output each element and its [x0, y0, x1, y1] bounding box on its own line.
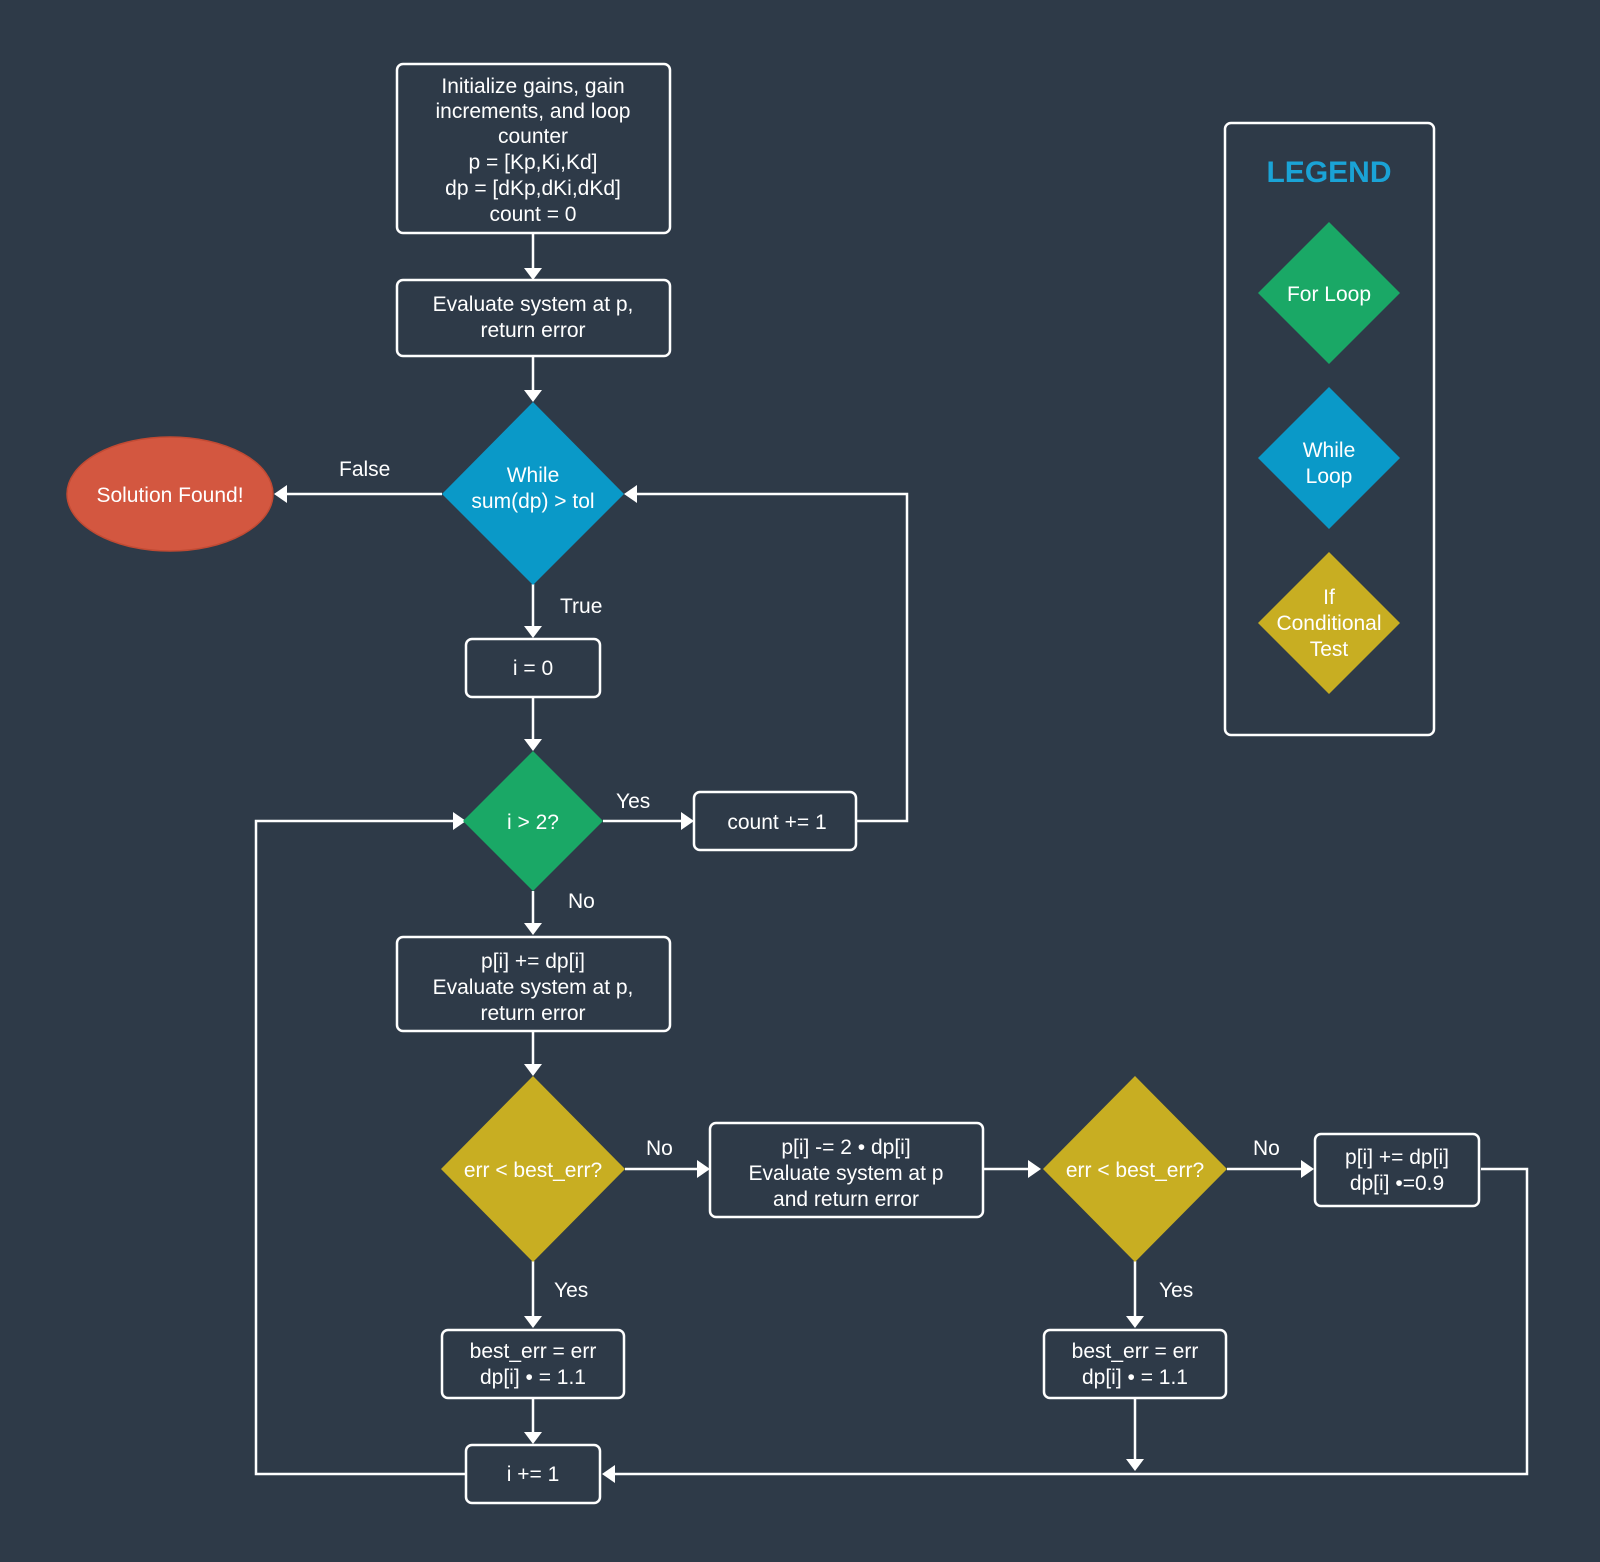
init-line-1: Initialize gains, gain: [441, 75, 624, 98]
connectors: [254, 233, 1529, 1483]
step2-box: p[i] -= 2 • dp[i] Evaluate system at p a…: [708, 1121, 985, 1219]
legend-if-test: If Conditional Test: [1258, 552, 1400, 694]
i-zero-text: i = 0: [513, 657, 553, 680]
legend-for-loop: For Loop: [1258, 222, 1400, 364]
label-yes-if1: Yes: [554, 1279, 588, 1302]
if1-text: err < best_err?: [464, 1159, 602, 1182]
legend-title: LEGEND: [1266, 156, 1391, 189]
eval-line-2: return error: [480, 319, 585, 342]
legend-if-line-1: If: [1323, 586, 1335, 609]
evaluate-box: Evaluate system at p, return error: [395, 278, 672, 358]
count-text: count += 1: [727, 811, 826, 834]
edge-count-while: [635, 492, 909, 823]
legend-while-loop: While Loop: [1258, 387, 1400, 529]
solution-found-terminal: Solution Found!: [66, 436, 274, 552]
arrowhead: [681, 812, 694, 830]
yes1-line-1: best_err = err: [470, 1340, 597, 1363]
legend-while-line-2: Loop: [1306, 465, 1353, 488]
legend-frame: [1223, 121, 1436, 737]
eval-line-1: Evaluate system at p,: [433, 293, 634, 316]
label-no-if2: No: [1253, 1137, 1280, 1160]
arrowhead: [1301, 1160, 1314, 1178]
i-zero-box: i = 0: [464, 637, 602, 699]
while-loop-diamond: While sum(dp) > tol: [442, 402, 624, 585]
edge-nobox-inc: [613, 1167, 1529, 1476]
legend-if-line-3: Test: [1310, 638, 1349, 661]
arrowhead: [524, 626, 542, 638]
arrowhead: [1126, 1316, 1144, 1328]
step1-line-1: p[i] += dp[i]: [481, 950, 585, 973]
arrowhead: [524, 739, 542, 751]
legend-if-line-2: Conditional: [1276, 612, 1381, 635]
init-line-4: p = [Kp,Ki,Kd]: [469, 151, 598, 174]
if1-diamond: err < best_err?: [441, 1076, 625, 1262]
step1-line-3: return error: [480, 1002, 585, 1025]
legend-for-loop-label: For Loop: [1287, 283, 1371, 306]
while-line-1: While: [507, 464, 560, 487]
legend: LEGEND For Loop While Loop If Conditiona…: [1223, 121, 1436, 737]
arrowhead: [602, 1465, 615, 1483]
no-branch-box: p[i] += dp[i] dp[i] •=0.9: [1313, 1132, 1481, 1208]
no-branch-line-2: dp[i] •=0.9: [1350, 1172, 1444, 1195]
step2-line-3: and return error: [773, 1188, 919, 1211]
edge-labels: False True Yes No No Yes No Yes: [339, 458, 1280, 1302]
yes1-line-2: dp[i] • = 1.1: [480, 1366, 586, 1389]
arrowhead: [274, 485, 287, 503]
increment-text: i += 1: [507, 1463, 560, 1486]
yes2-box: best_err = err dp[i] • = 1.1: [1042, 1328, 1228, 1400]
edge-inc-for: [254, 819, 467, 1476]
arrowhead: [524, 1316, 542, 1328]
if2-text: err < best_err?: [1066, 1159, 1204, 1182]
label-yes-if2: Yes: [1159, 1279, 1193, 1302]
yes1-box: best_err = err dp[i] • = 1.1: [440, 1328, 626, 1400]
arrowhead: [1028, 1160, 1041, 1178]
arrowhead: [524, 923, 542, 935]
label-yes-for: Yes: [616, 790, 650, 813]
no-branch-line-1: p[i] += dp[i]: [1345, 1146, 1449, 1169]
init-line-6: count = 0: [490, 203, 577, 226]
label-no-for: No: [568, 890, 595, 913]
init-line-2: increments, and loop: [436, 100, 631, 123]
if2-diamond: err < best_err?: [1043, 1076, 1227, 1262]
arrowhead: [524, 1432, 542, 1444]
step2-line-1: p[i] -= 2 • dp[i]: [781, 1136, 910, 1159]
step2-line-2: Evaluate system at p: [749, 1162, 944, 1185]
arrowhead: [524, 390, 542, 402]
init-box: Initialize gains, gain increments, and l…: [395, 62, 672, 235]
solution-text: Solution Found!: [96, 484, 243, 507]
step1-box: p[i] += dp[i] Evaluate system at p, retu…: [395, 935, 672, 1033]
arrowhead: [524, 268, 542, 280]
label-true: True: [560, 595, 602, 618]
count-box: count += 1: [692, 790, 858, 852]
arrowhead: [453, 812, 466, 830]
while-line-2: sum(dp) > tol: [471, 490, 594, 513]
arrowhead: [524, 1064, 542, 1076]
init-line-3: counter: [498, 125, 568, 148]
for-text: i > 2?: [507, 811, 559, 834]
label-no-if1: No: [646, 1137, 673, 1160]
label-false: False: [339, 458, 390, 481]
arrowhead: [1126, 1459, 1144, 1471]
for-loop-diamond: i > 2?: [463, 751, 603, 891]
arrowhead: [624, 485, 637, 503]
increment-box: i += 1: [464, 1443, 602, 1505]
legend-while-line-1: While: [1303, 439, 1356, 462]
arrowhead: [697, 1160, 710, 1178]
yes2-line-2: dp[i] • = 1.1: [1082, 1366, 1188, 1389]
init-line-5: dp = [dKp,dKi,dKd]: [445, 177, 621, 200]
yes2-line-1: best_err = err: [1072, 1340, 1199, 1363]
step1-line-2: Evaluate system at p,: [433, 976, 634, 999]
